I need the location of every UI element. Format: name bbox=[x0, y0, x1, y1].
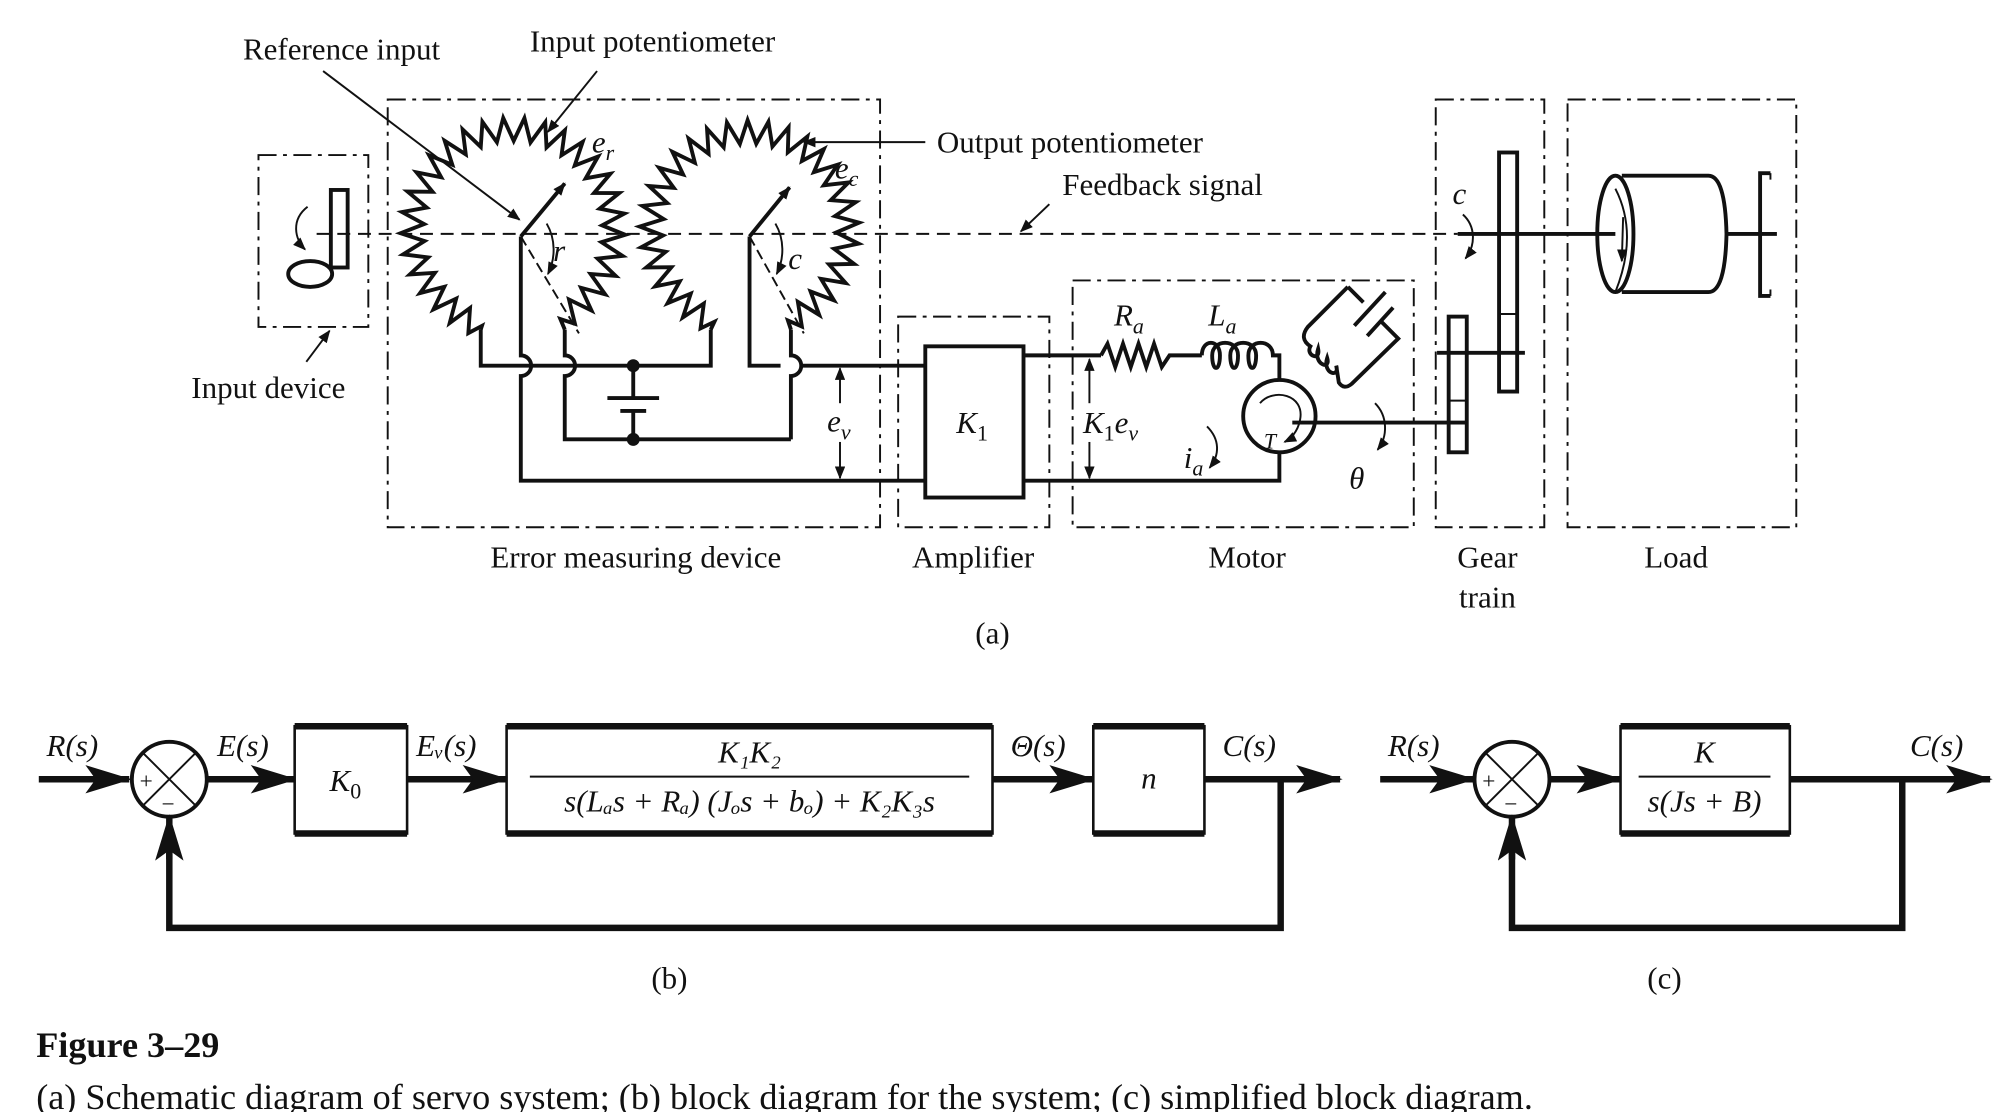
error-circuit-wiring bbox=[478, 236, 926, 483]
symbol-ec: ec bbox=[835, 150, 859, 191]
motor-armature bbox=[1241, 377, 1318, 455]
input-device-pointer bbox=[305, 329, 331, 363]
plus-sign: + bbox=[1482, 768, 1495, 794]
symbol-c-pot: c bbox=[788, 241, 802, 276]
output-pot-wiper bbox=[748, 186, 805, 334]
schematic-panel-a: Reference input Input potentiometer Outp… bbox=[191, 24, 1798, 651]
block-k0 bbox=[293, 724, 409, 835]
label-input-device: Input device bbox=[191, 370, 345, 405]
panel-label-a: (a) bbox=[975, 616, 1009, 651]
summing-junction: + − bbox=[129, 739, 209, 819]
input-pot-pointer bbox=[547, 70, 598, 133]
block-gear-ratio-n bbox=[1091, 724, 1206, 835]
block-motor-transfer bbox=[505, 724, 994, 835]
output-potentiometer-resistor bbox=[633, 114, 866, 332]
amplifier-k1-block bbox=[923, 344, 1026, 500]
label-reference-input: Reference input bbox=[243, 31, 440, 66]
load-box bbox=[1566, 98, 1798, 529]
junction-dot bbox=[626, 432, 640, 446]
signal-r-s: R(s) bbox=[46, 728, 99, 763]
motor-circuit bbox=[1023, 285, 1450, 483]
symbol-k1: K1 bbox=[955, 405, 988, 446]
input-pot-wiper bbox=[519, 182, 580, 334]
label-output-potentiometer: Output potentiometer bbox=[937, 124, 1204, 159]
large-gear bbox=[1497, 150, 1520, 394]
label-input-potentiometer: Input potentiometer bbox=[530, 24, 776, 59]
input-device-knob bbox=[286, 188, 350, 289]
block-n-label: n bbox=[1141, 760, 1157, 795]
reference-input-pointer bbox=[322, 70, 521, 221]
symbol-ia: ia bbox=[1184, 440, 1204, 481]
feedback-signal-pointer bbox=[1019, 203, 1051, 233]
signal-ev-s: Eᵥ(s) bbox=[415, 728, 476, 763]
figure-caption: (a) Schematic diagram of servo system; (… bbox=[36, 1077, 1533, 1112]
summing-junction: + − bbox=[1472, 739, 1552, 819]
transfer-numerator: K bbox=[1693, 734, 1717, 769]
transfer-denominator: s(Js + B) bbox=[1648, 784, 1762, 819]
signal-e-s: E(s) bbox=[216, 728, 269, 763]
minus-sign: − bbox=[1504, 792, 1517, 818]
label-gear: Gear bbox=[1457, 539, 1518, 574]
field-winding bbox=[1301, 285, 1402, 389]
transfer-numerator: K₁K₂ bbox=[717, 734, 781, 769]
symbol-r: r bbox=[553, 233, 566, 268]
signal-r-s: R(s) bbox=[1387, 728, 1440, 763]
label-amplifier: Amplifier bbox=[912, 539, 1035, 574]
label-train: train bbox=[1459, 579, 1516, 614]
amplifier-box bbox=[897, 315, 1051, 529]
feedback-path-b bbox=[166, 779, 1284, 932]
small-gear bbox=[1446, 314, 1469, 455]
symbol-ev: ev bbox=[827, 404, 851, 445]
label-load: Load bbox=[1644, 539, 1708, 574]
symbol-c-gear: c bbox=[1453, 176, 1467, 211]
symbol-theta: θ bbox=[1349, 460, 1364, 495]
motor-box bbox=[1071, 279, 1415, 529]
panel-label-c: (c) bbox=[1647, 961, 1681, 996]
label-error-measuring-device: Error measuring device bbox=[490, 539, 781, 574]
load-inertia bbox=[1595, 171, 1777, 298]
gear-train-box bbox=[1434, 98, 1546, 529]
load-bearing bbox=[1758, 171, 1771, 298]
plus-sign: + bbox=[140, 768, 153, 794]
input-potentiometer-resistor bbox=[394, 112, 632, 337]
signal-theta-s: Θ(s) bbox=[1011, 728, 1066, 763]
signal-c-s: C(s) bbox=[1223, 728, 1276, 763]
symbol-torque: T bbox=[1264, 428, 1278, 453]
symbol-er: er bbox=[592, 124, 615, 165]
gear-train bbox=[1437, 150, 1616, 455]
label-motor: Motor bbox=[1208, 539, 1286, 574]
transfer-denominator: s(Lₐs + Rₐ) (Jₒs + bₒ) + K₂K₃s bbox=[564, 784, 935, 819]
symbol-ra: Ra bbox=[1113, 298, 1144, 339]
junction-dot bbox=[626, 359, 640, 373]
error-measuring-device-box bbox=[386, 98, 882, 529]
armature-inductor bbox=[1199, 340, 1282, 380]
symbol-la: La bbox=[1207, 298, 1236, 339]
label-feedback-signal: Feedback signal bbox=[1062, 167, 1263, 202]
block-diagram-b: + − R(s) E(s) K0 Eᵥ(s) K₁K₂ s(Lₐs + Rₐ) … bbox=[38, 723, 1343, 996]
figure-title: Figure 3–29 bbox=[36, 1025, 219, 1065]
signal-c-s: C(s) bbox=[1910, 728, 1963, 763]
minus-sign: − bbox=[162, 792, 175, 818]
feedback-path-c bbox=[1508, 779, 1906, 932]
input-device-box bbox=[257, 154, 370, 328]
panel-label-b: (b) bbox=[651, 961, 687, 996]
block-diagram-c: + − R(s) K s(Js + B) C(s) (c) bbox=[1380, 723, 1993, 996]
armature-resistor bbox=[1099, 337, 1202, 374]
symbol-k1ev: K1ev bbox=[1082, 405, 1138, 446]
block-k0-label: K0 bbox=[329, 763, 362, 804]
